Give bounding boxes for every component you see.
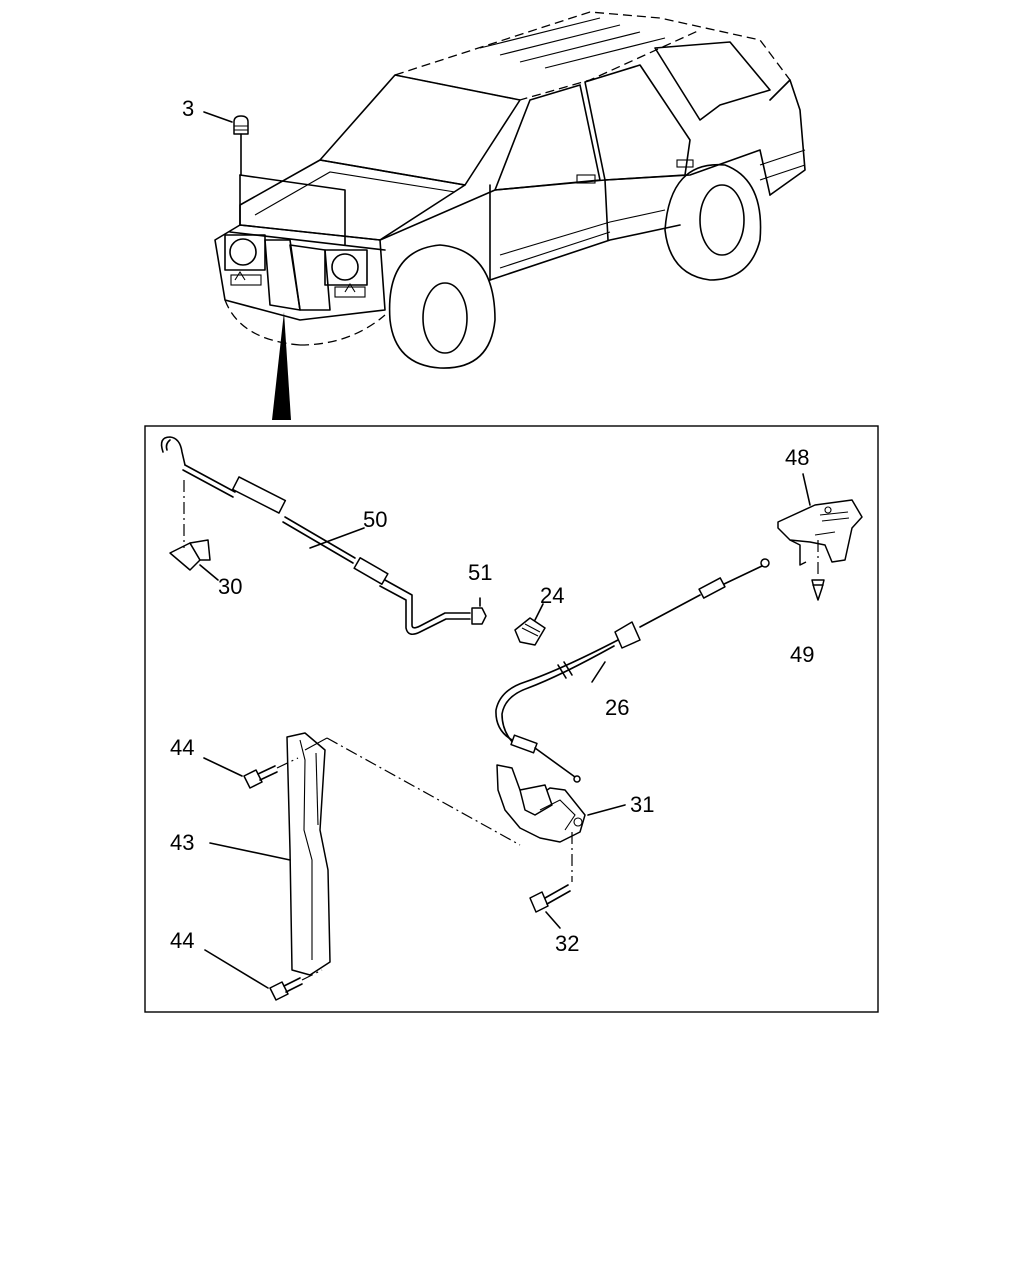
hood-support-rod	[160, 436, 471, 636]
callout-50: 50	[363, 507, 387, 532]
callout-44-lower: 44	[170, 928, 194, 953]
detail-pointer-arrow	[272, 312, 291, 420]
latch-bolt-icon	[529, 884, 571, 929]
release-handle-icon	[777, 473, 863, 566]
callout-43: 43	[170, 830, 194, 855]
callout-26: 26	[605, 695, 629, 720]
lock-support-bracket	[209, 732, 331, 976]
screw-icon	[811, 540, 825, 601]
rod-clip-icon	[169, 480, 211, 571]
callout-31: 31	[630, 792, 654, 817]
cable-clip-icon	[514, 603, 546, 646]
callout-24: 24	[540, 583, 564, 608]
callout-49: 49	[790, 642, 814, 667]
support-bolt-upper-icon	[203, 757, 299, 789]
hood-latch-icon	[326, 737, 626, 882]
detail-frame	[144, 425, 879, 1013]
callout-48: 48	[785, 445, 809, 470]
support-bolt-lower-icon	[204, 949, 323, 1001]
hood-bumper-icon	[233, 115, 249, 176]
vehicle-illustration	[203, 11, 806, 420]
release-cable	[495, 558, 770, 783]
grommet-icon	[471, 597, 487, 625]
callout-3: 3	[182, 96, 194, 121]
callout-30: 30	[218, 574, 242, 599]
callout-51: 51	[468, 560, 492, 585]
callout-32: 32	[555, 931, 579, 956]
callout-44-upper: 44	[170, 735, 194, 760]
